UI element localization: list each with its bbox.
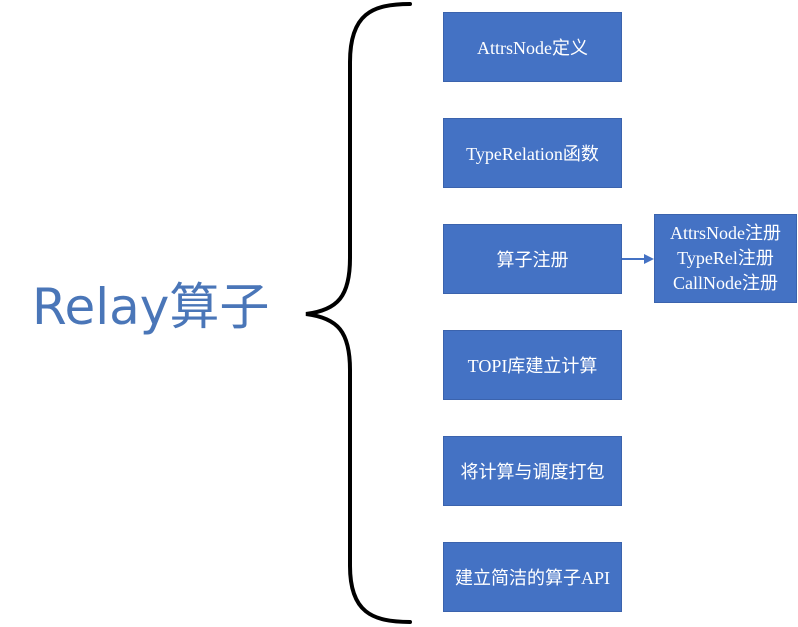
step-operator-registration: 算子注册	[443, 224, 622, 294]
registration-detail-callnode: CallNode注册	[673, 273, 778, 293]
registration-detail-typerel: TypeRel注册	[677, 248, 774, 268]
step-topi-compute: TOPI库建立计算	[443, 330, 622, 400]
step-attrsnode-definition: AttrsNode定义	[443, 12, 622, 82]
step-package-compute-schedule: 将计算与调度打包	[443, 436, 622, 506]
step-operator-api: 建立简洁的算子API	[443, 542, 622, 612]
diagram-title: Relay算子	[32, 278, 270, 336]
registration-details-box: AttrsNode注册 TypeRel注册 CallNode注册	[654, 214, 797, 303]
registration-detail-attrsnode: AttrsNode注册	[670, 223, 781, 243]
step-typerelation-function: TypeRelation函数	[443, 118, 622, 188]
